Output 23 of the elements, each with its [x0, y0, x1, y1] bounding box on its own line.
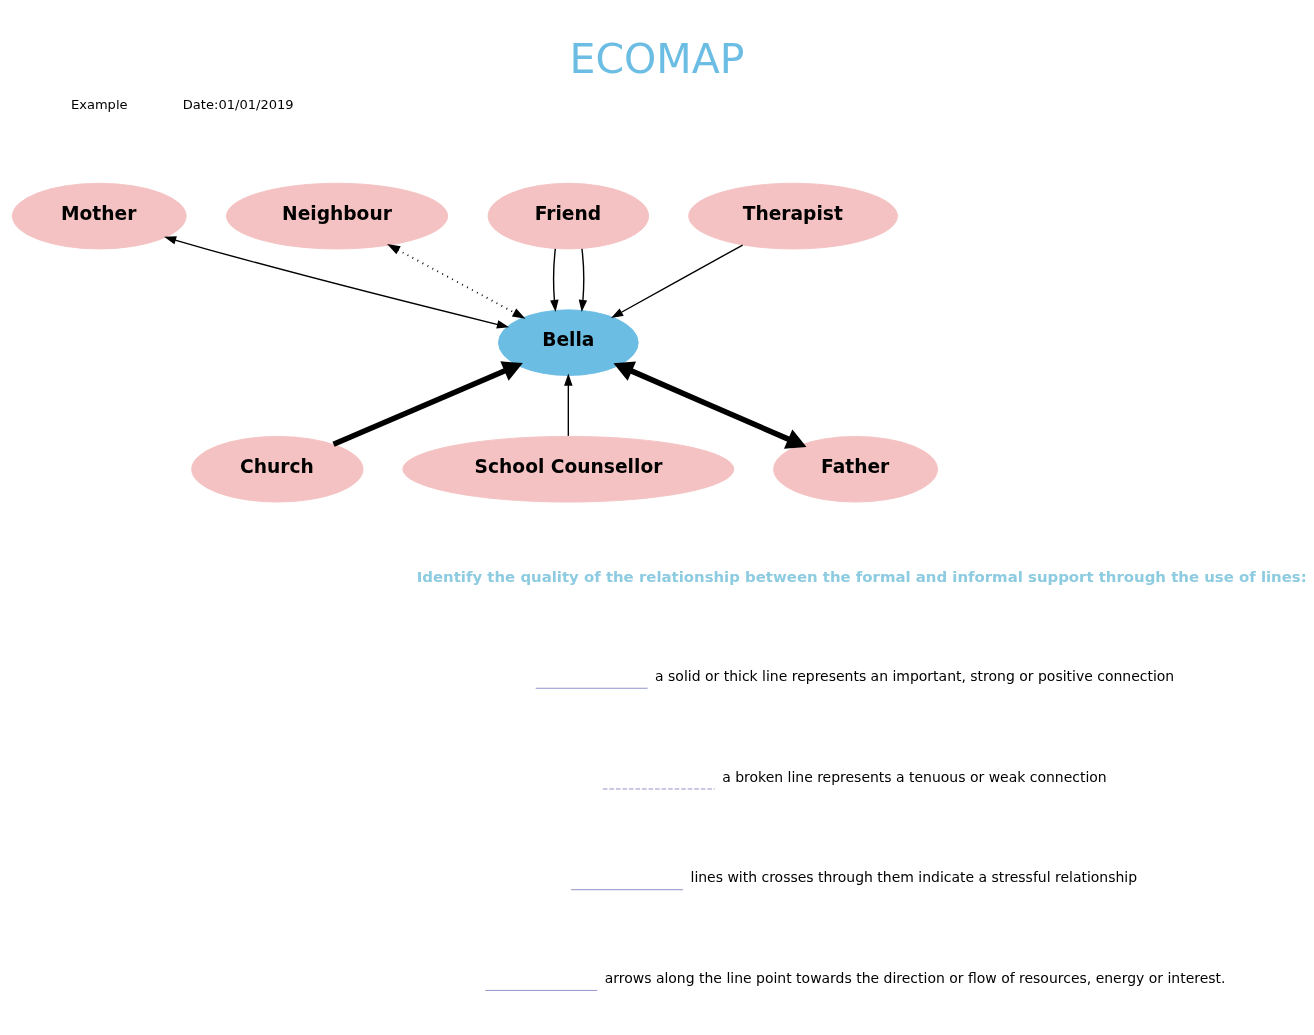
- node-ellipse: Friend: [487, 182, 650, 249]
- legend-label: a broken line represents a tenuous or weak connection: [722, 768, 1107, 785]
- arrow: [611, 243, 744, 318]
- legend-label: lines with crosses through them indicate a stressful relationship: [690, 868, 1138, 885]
- arrow: [332, 360, 523, 447]
- arrow: [613, 361, 807, 449]
- node-ellipse: Neighbour: [226, 182, 449, 249]
- node-ellipse: Therapist: [688, 182, 898, 249]
- arrow: [387, 243, 526, 319]
- legend-label: arrows along the line point towards the direction or flow of resources, energy or interest.: [604, 969, 1226, 986]
- node-ellipse: Father: [773, 435, 938, 503]
- node-ellipse: School Counsellor: [402, 435, 735, 503]
- node-ellipse: Church: [191, 435, 364, 503]
- node-ellipse: Mother: [11, 182, 187, 249]
- diagram-title: ECOMAP: [569, 34, 745, 83]
- arrow: [578, 247, 588, 312]
- arrow: [564, 373, 573, 437]
- label: Example: [70, 96, 128, 112]
- legend-label: a solid or thick line represents an important, strong or positive connection: [655, 667, 1175, 684]
- arrow: [550, 247, 559, 312]
- label: Date:01/01/2019: [182, 96, 294, 112]
- arrow: [164, 235, 510, 329]
- label: Identify the quality of the relationship between the formal and informal support through the use of lines:: [416, 567, 1307, 586]
